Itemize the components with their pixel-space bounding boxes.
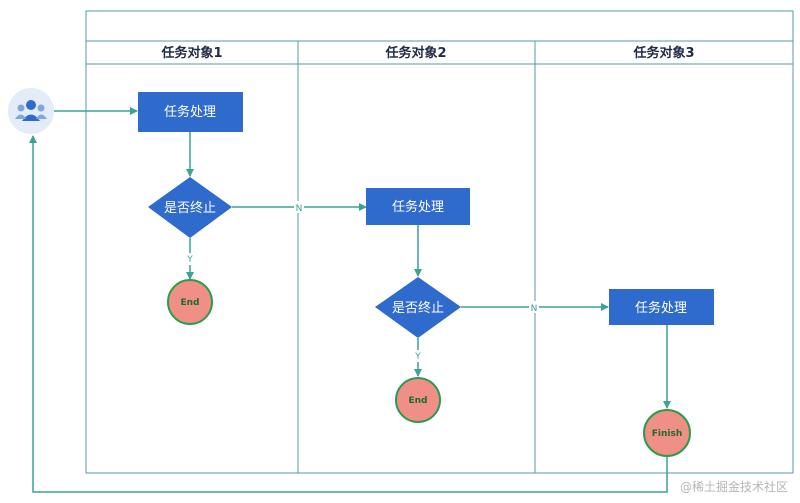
task-node-3[interactable]: 任务处理 <box>609 289 714 325</box>
edge-label-n2: N <box>531 304 538 314</box>
finish-node-label: Finish <box>652 429 683 439</box>
decision-node-2[interactable]: 是否终止 <box>375 277 461 338</box>
task-node-1[interactable]: 任务处理 <box>138 92 243 132</box>
users-icon[interactable] <box>8 88 54 134</box>
pool-border <box>85 10 794 474</box>
lane-title-1: 任务对象1 <box>160 45 222 61</box>
finish-node[interactable]: Finish <box>643 409 691 457</box>
end-node-1[interactable]: End <box>167 279 213 325</box>
edge-label-y1: Y <box>186 255 193 265</box>
decision-node-1-label: 是否终止 <box>164 200 216 216</box>
end-node-2[interactable]: End <box>395 377 441 423</box>
task-node-1-label: 任务处理 <box>164 104 216 120</box>
edge-label-y2: Y <box>414 352 421 362</box>
end-node-2-label: End <box>409 396 428 406</box>
decision-node-2-label: 是否终止 <box>392 300 444 316</box>
task-node-2[interactable]: 任务处理 <box>366 188 470 225</box>
lane-title-3: 任务对象3 <box>632 45 694 61</box>
end-node-1-label: End <box>181 298 200 308</box>
task-node-2-label: 任务处理 <box>392 199 444 215</box>
task-node-3-label: 任务处理 <box>635 300 687 316</box>
lane-title-2: 任务对象2 <box>384 45 446 61</box>
edge-finish-loop-back <box>29 135 668 493</box>
watermark-text: @稀土掘金技术社区 <box>679 480 788 494</box>
decision-node-1[interactable]: 是否终止 <box>148 177 232 238</box>
edge-label-n1: N <box>296 204 303 214</box>
